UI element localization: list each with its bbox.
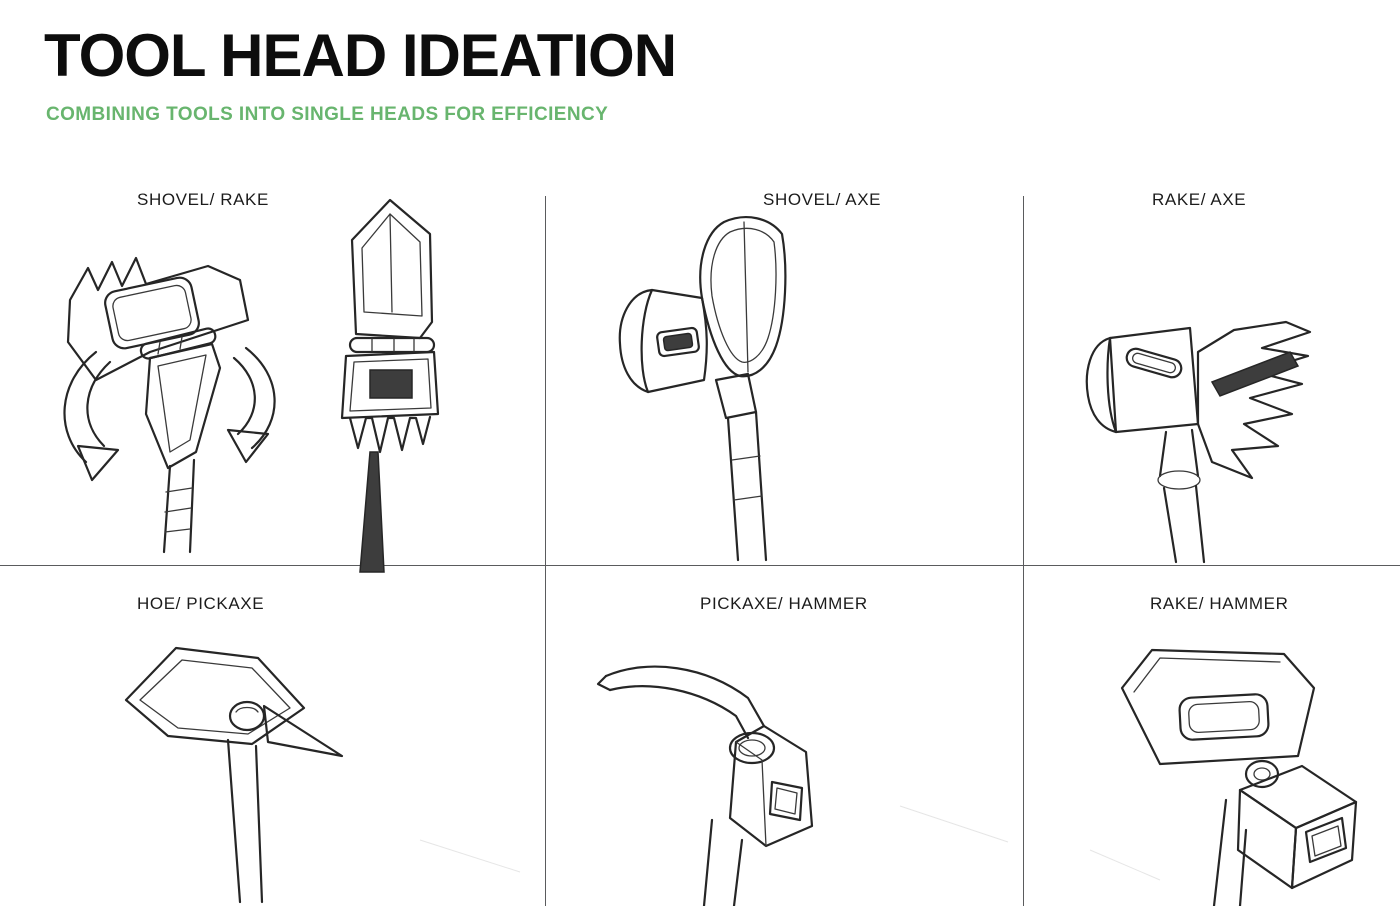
cell-label-shovel-axe: SHOVEL/ AXE	[763, 190, 882, 209]
grid-divider-vertical-right	[1023, 196, 1024, 906]
shovel-rake-vertical-head	[340, 198, 440, 573]
grid-divider-horizontal	[0, 565, 1400, 566]
sketch-rake-hammer	[1089, 648, 1358, 906]
sketch-shovel-axe	[618, 216, 787, 562]
sketch-hoe-pickaxe	[124, 646, 521, 904]
page-subtitle: COMBINING TOOLS INTO SINGLE HEADS FOR EF…	[46, 104, 609, 125]
page-title: TOOL HEAD IDEATION	[44, 22, 677, 89]
sketch-shovel-rake	[63, 198, 440, 573]
sketch-pickaxe-hammer	[596, 665, 1009, 906]
cell-label-rake-axe: RAKE/ AXE	[1152, 190, 1247, 209]
cell-label-rake-hammer: RAKE/ HAMMER	[1150, 594, 1289, 613]
cell-label-shovel-rake: SHOVEL/ RAKE	[137, 190, 269, 209]
sketch-rake-axe	[1085, 320, 1312, 564]
grid-divider-vertical-left	[545, 196, 546, 906]
shovel-rake-flip-head	[63, 256, 276, 554]
cell-label-pickaxe-hammer: PICKAXE/ HAMMER	[700, 594, 868, 613]
cell-label-hoe-pickaxe: HOE/ PICKAXE	[137, 594, 265, 613]
